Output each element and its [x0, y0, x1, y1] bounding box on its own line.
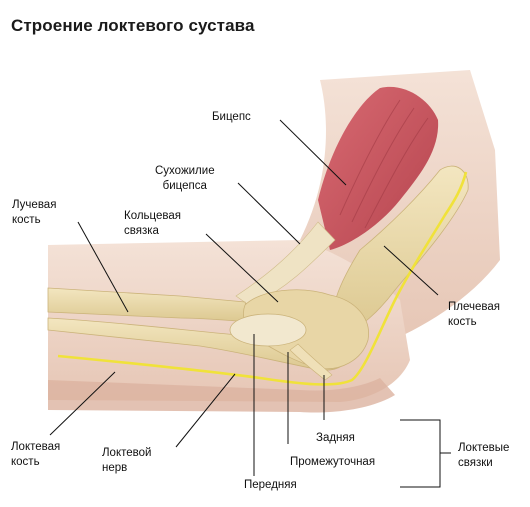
- label-anterior-ligament: Передняя: [244, 479, 297, 491]
- label-humerus: Плечевая кость: [448, 301, 500, 328]
- annular-ligament: [229, 313, 307, 347]
- label-intermediate-ligament: Промежуточная: [290, 456, 376, 468]
- label-posterior-ligament: Задняя: [316, 432, 355, 444]
- leader-lines: [49, 119, 451, 488]
- label-ulna: Локтевая кость: [11, 441, 61, 468]
- diagram-title: Строение локтевого сустава: [11, 16, 255, 35]
- label-biceps: Бицепс: [212, 111, 251, 123]
- label-ulnar-ligaments: Локтевые связки: [458, 442, 510, 469]
- biceps-fibers: [339, 99, 429, 229]
- biceps-muscle: [318, 86, 439, 250]
- label-biceps-tendon: Сухожилие бицепса: [155, 165, 215, 192]
- ulnar-nerve: [57, 171, 468, 386]
- elbow-shadow: [48, 378, 395, 413]
- label-radius: Лучевая кость: [12, 199, 57, 226]
- label-ulnar-nerve: Локтевой нерв: [102, 447, 152, 474]
- label-annular-ligament: Кольцевая связка: [124, 210, 182, 237]
- ligament-bands: [289, 343, 333, 381]
